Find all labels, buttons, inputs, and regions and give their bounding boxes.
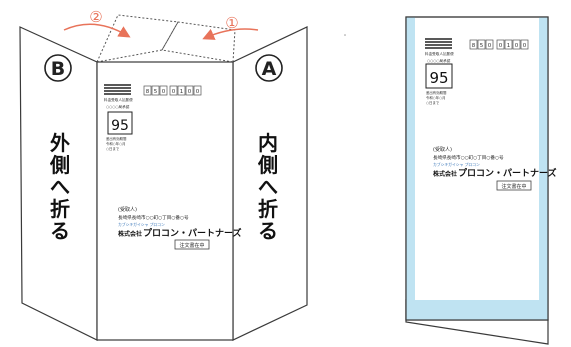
company-name: プロコン・パートナーズ	[143, 227, 242, 239]
permit-box	[425, 63, 453, 89]
tape-right	[539, 17, 548, 320]
step-1-label: ①	[225, 14, 238, 32]
right-figure: 料金受取人払郵便 ○○○○局承認 95 差出有効期間 令和○年○月 ○日まで 8…	[405, 16, 557, 345]
zip-digit: 0	[515, 43, 519, 49]
zip-digit: 5	[480, 43, 484, 49]
postal-header: 料金受取人払郵便	[425, 51, 454, 56]
company-name: プロコン・パートナーズ	[458, 167, 557, 179]
outer-fold-char: る	[50, 219, 70, 243]
arrow-step-1	[202, 28, 259, 40]
arrow-step-2	[63, 23, 131, 38]
flap-b-label: B	[51, 58, 65, 80]
zip-digit: 0	[162, 89, 166, 95]
zip-digit: 1	[507, 43, 511, 49]
zip-digit: 0	[172, 89, 176, 95]
inner-fold-char: 折	[258, 197, 278, 221]
tape-left	[406, 17, 415, 320]
step-2-label: ②	[89, 8, 102, 26]
company-reading: カブシキガイシャ プロコン	[433, 162, 480, 167]
stray-dot	[344, 34, 346, 36]
postal-office: ○○○○局承認	[427, 58, 451, 63]
inner-fold-char: る	[258, 219, 278, 243]
company-prefix: 株式会社	[433, 170, 457, 178]
order-box-text: 注文書在中	[179, 242, 204, 249]
tape-bottom	[406, 300, 548, 320]
inner-fold-char: 内	[258, 131, 278, 155]
zip-digit: 5	[154, 89, 158, 95]
inner-fold-char: へ	[258, 175, 278, 199]
valid-note-2: 令和○年○月	[426, 95, 445, 100]
postal-office: ○○○○局承認	[106, 104, 130, 109]
company-prefix: 株式会社	[118, 230, 142, 238]
postal-header: 料金受取人払郵便	[104, 97, 133, 102]
flap-a-label: A	[262, 58, 277, 80]
address-line: 長崎県長崎市○○町○丁目○番○号	[433, 154, 504, 161]
valid-note: 差出有効期間	[426, 90, 447, 95]
top-flap-dotted-guide	[96, 14, 236, 63]
permit-number: 95	[429, 69, 448, 87]
inner-fold-char: 側	[257, 153, 278, 177]
bar-lines	[425, 38, 452, 49]
permit-number: 95	[111, 118, 129, 134]
zip-code-boxes: 8 5 0 0 1 0 0	[469, 39, 529, 50]
zip-code-boxes: 8 5 0 0 1 0 0	[143, 85, 202, 96]
flap-b-circle	[44, 54, 72, 82]
order-box-text: 注文書在中	[501, 183, 526, 190]
address-line: 長崎県長崎市○○町○丁目○番○号	[118, 214, 189, 221]
outer-fold-char: 外	[50, 131, 70, 155]
zip-digit: 0	[499, 43, 503, 49]
left-envelope-content: 料金受取人払郵便 ○○○○局承認 95 差出有効期間 令和○年○月 ○日まで 8…	[104, 84, 242, 250]
flap-a-circle	[255, 54, 283, 82]
outer-fold-char: 折	[50, 197, 70, 221]
zip-digit: 8	[472, 43, 476, 49]
zip-digit: 0	[523, 43, 527, 49]
zip-digit: 1	[180, 89, 184, 95]
outer-fold-char: へ	[50, 175, 70, 199]
inner-fold-text: 内 側 へ 折 る	[257, 131, 278, 243]
valid-note-2: 令和○年○月	[106, 141, 125, 146]
center-panel	[96, 61, 234, 341]
recipient-label: (受取人)	[118, 206, 137, 213]
outer-fold-text: 外 側 へ 折 る	[49, 131, 70, 243]
bar-lines	[104, 84, 131, 95]
order-box	[174, 239, 210, 250]
zip-digit: 8	[146, 89, 150, 95]
valid-note-3: ○日まで	[106, 146, 120, 151]
order-box	[496, 180, 532, 191]
right-envelope-content: 料金受取人払郵便 ○○○○局承認 95 差出有効期間 令和○年○月 ○日まで 8…	[425, 38, 557, 191]
valid-note-3: ○日まで	[426, 100, 440, 105]
permit-box	[107, 111, 133, 135]
right-envelope-outline	[405, 16, 549, 321]
zip-digit: 0	[188, 89, 192, 95]
zip-digit: 0	[488, 43, 492, 49]
zip-digit: 0	[196, 89, 200, 95]
company-reading: カブシキガイシャ プロコン	[118, 222, 165, 227]
recipient-label: (受取人)	[433, 146, 452, 153]
outer-fold-char: 側	[49, 153, 70, 177]
valid-note: 差出有効期間	[106, 136, 127, 141]
left-figure: ② ① B A 外 側 へ 折 る 内 側 へ 折 る	[19, 8, 308, 341]
